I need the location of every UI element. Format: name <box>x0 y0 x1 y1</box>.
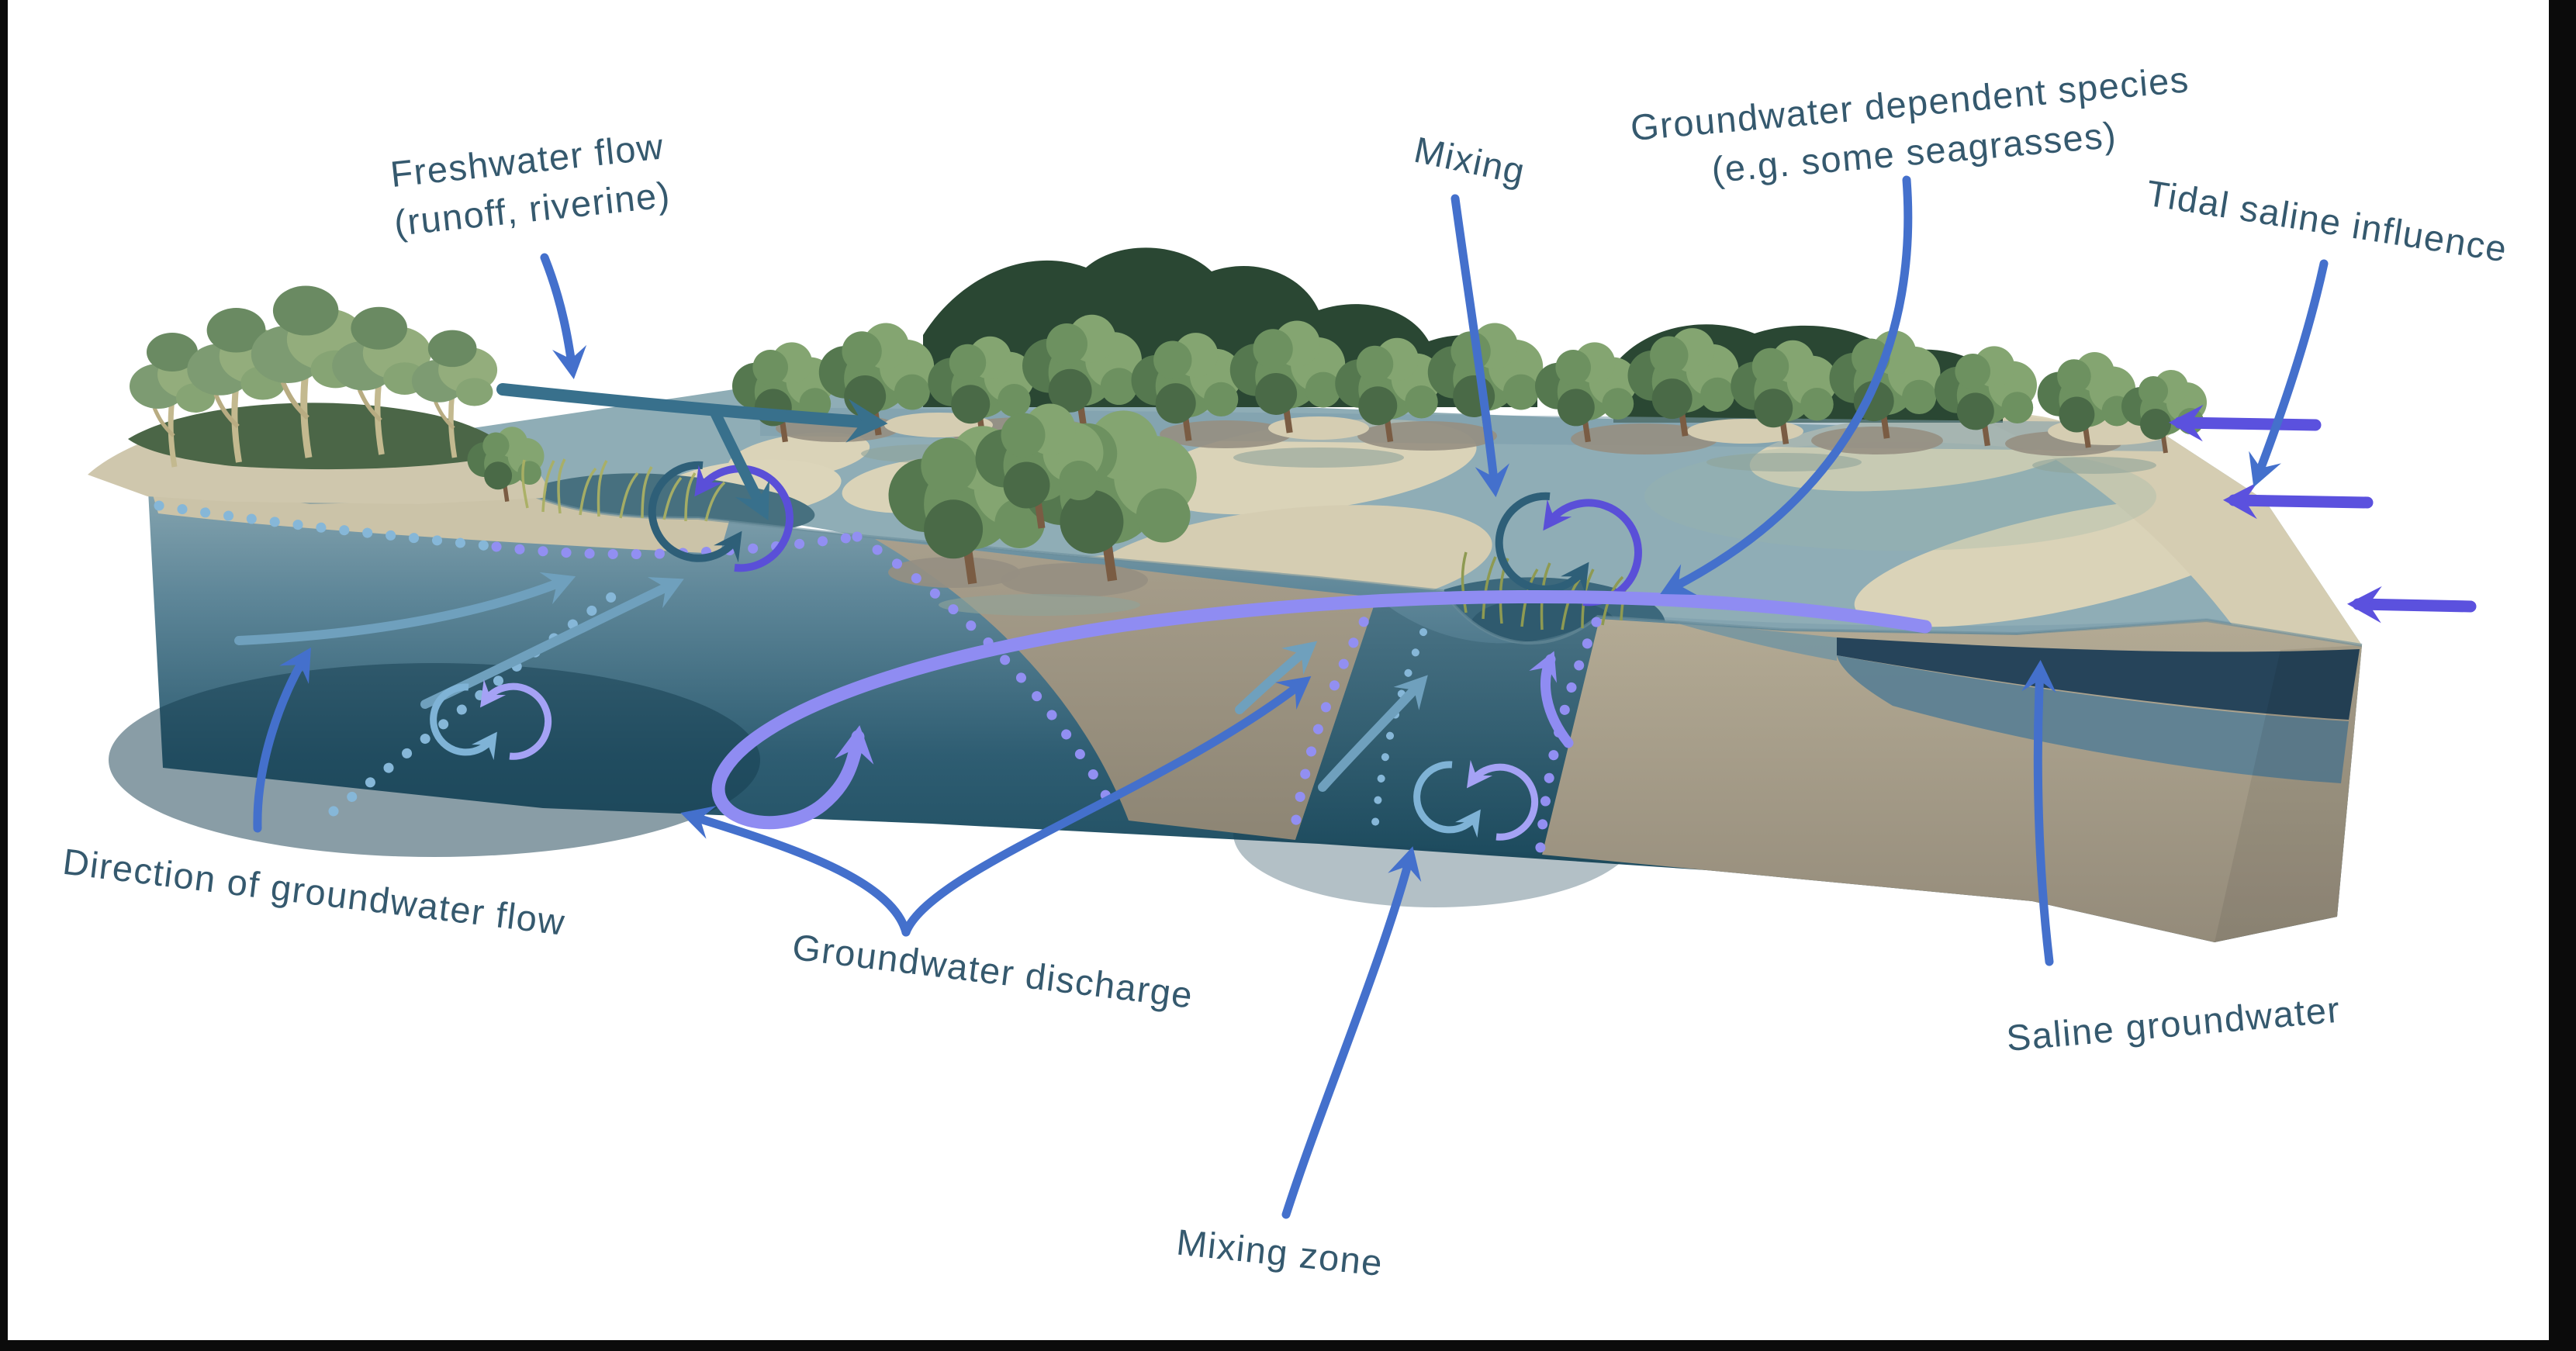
tidal-saline-influence-arrow <box>2249 259 2329 488</box>
tidal-saline-arrows <box>2168 404 2477 624</box>
watertable-dots-blue <box>154 500 502 552</box>
saline-wedge <box>1837 637 2360 720</box>
beach-strip <box>1955 407 2362 645</box>
screen-edge-bar-bottom <box>0 1340 2576 1351</box>
direction-gw-flow-arrow <box>253 647 311 833</box>
gw-discharge-arrow-right <box>901 676 1312 937</box>
annotation-arrows <box>253 175 2329 1219</box>
lower-dots-blue <box>328 586 626 817</box>
screen-edge-bar-right <box>2549 0 2576 1351</box>
gw-dependent-species-arrow <box>1660 175 1913 596</box>
mixing-boundary-sweep <box>852 531 1122 821</box>
left-hill <box>88 286 547 504</box>
discharge-sweep <box>711 589 1932 830</box>
chimney-up-arrow <box>1529 651 1574 748</box>
chimney-right-dots <box>1534 617 1602 862</box>
gw-arrow-chimney-2 <box>1318 675 1428 792</box>
gw-flowline <box>234 572 576 645</box>
tidal-arrow-3 <box>2346 586 2477 624</box>
saline-wedge-halo <box>1837 655 2349 783</box>
gw-discharge-arrow-left <box>680 806 911 937</box>
freshwater-downwelling-hook <box>708 404 770 521</box>
mixing-zone-chimney <box>1295 597 1599 855</box>
tidal-arrow-2 <box>2222 482 2374 520</box>
estuary-block <box>88 247 2363 942</box>
saline-groundwater-arrow <box>2021 659 2056 966</box>
freshwater-surface-arrow <box>496 383 888 521</box>
screen-edge-bar-left <box>0 0 8 1351</box>
island <box>888 404 1197 616</box>
unsaturated-sand-band <box>147 476 729 554</box>
tidal-arrow-1 <box>2168 404 2322 442</box>
mixing-arrow <box>1451 194 1509 498</box>
mixing-zone-arrow <box>1281 846 1422 1219</box>
marsh-grass <box>521 458 726 522</box>
freshwater-flow-arrow <box>540 253 587 380</box>
